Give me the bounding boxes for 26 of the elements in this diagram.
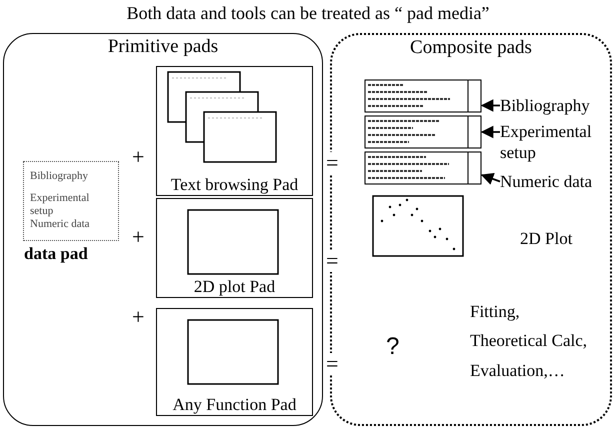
- diagram-title: Both data and tools can be treated as “ pad media”: [126, 3, 490, 24]
- equals-sign: =: [326, 152, 338, 174]
- function-note: Fitting,: [470, 303, 520, 320]
- field-label: Bibliography: [30, 170, 90, 183]
- function-note: Theoretical Calc,: [470, 332, 588, 349]
- equals-sign: =: [326, 353, 338, 375]
- panel-title: Primitive pads: [106, 36, 220, 58]
- function-note: Evaluation,…: [470, 362, 565, 379]
- field-label: Experimental setup: [30, 192, 90, 218]
- equals-sign: =: [326, 250, 338, 272]
- pad-title: Any Function Pad: [172, 395, 298, 415]
- pad-title: Text browsing Pad: [170, 175, 300, 195]
- pad-frame: [156, 198, 313, 298]
- arrow: [480, 172, 500, 185]
- panel-title: Composite pads: [409, 37, 533, 59]
- data-pad-card: [23, 161, 119, 241]
- pad-caption: data pad: [24, 244, 88, 264]
- pad-frame: [156, 308, 313, 416]
- pad-title: 2D plot Pad: [192, 277, 276, 297]
- scatter-plot-drawing: [372, 195, 464, 257]
- pad-frame: [156, 66, 313, 196]
- field-label: Numeric data: [30, 218, 91, 231]
- plot-caption: 2D Plot: [520, 230, 572, 247]
- arrow: [480, 126, 500, 138]
- panel: [3, 33, 323, 426]
- arrow: [480, 99, 500, 112]
